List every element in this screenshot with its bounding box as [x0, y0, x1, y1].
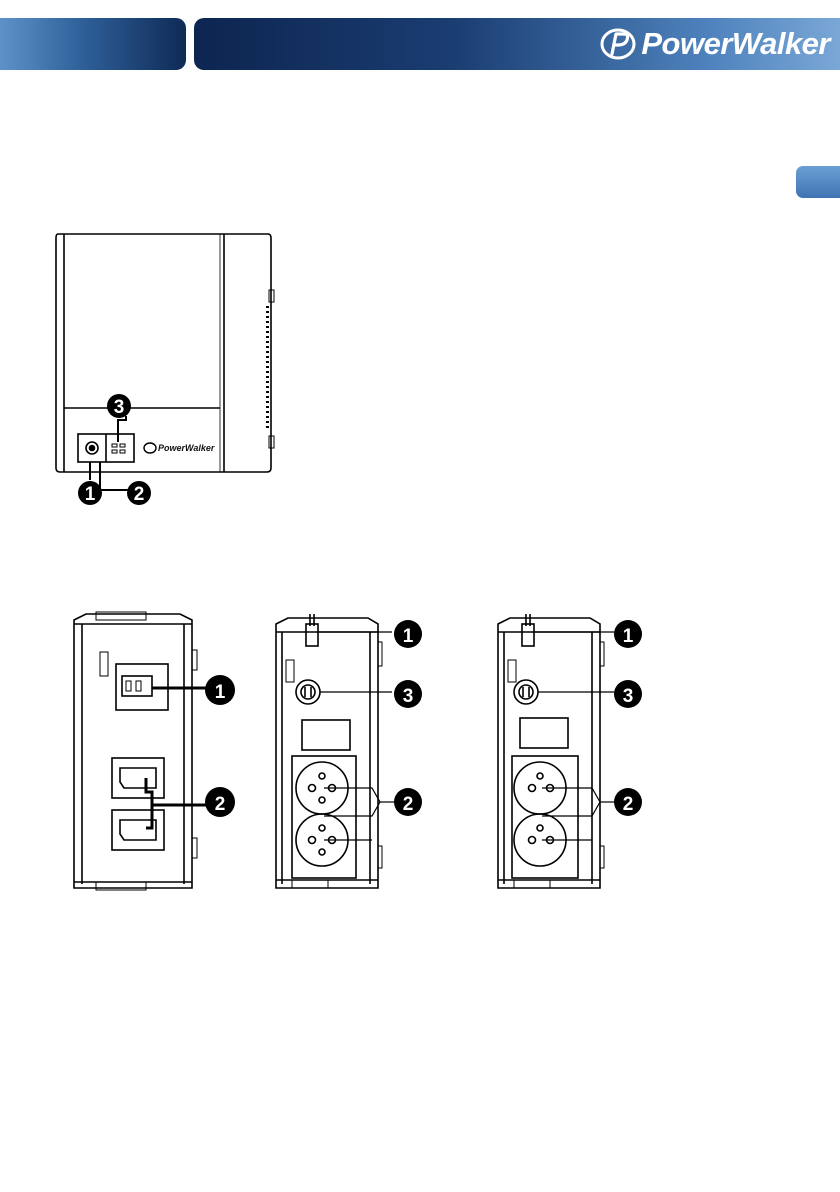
rear-french-callout-2: 2: [614, 788, 642, 816]
svg-text:3: 3: [403, 686, 414, 707]
rear-view-iec-figure: 1 2: [60, 610, 250, 900]
rear-view-schuko-figure: 1 3 2: [262, 610, 432, 900]
front-view-figure: PowerWalker 3 1 2: [50, 230, 290, 520]
powerwalker-swirl-logo-icon: [599, 27, 637, 61]
svg-text:2: 2: [215, 794, 226, 815]
rear-iec-callout-1: 1: [205, 675, 235, 705]
rear-schuko-callout-1: 1: [394, 620, 422, 648]
page-header: PowerWalker: [0, 0, 840, 72]
svg-text:PowerWalker: PowerWalker: [158, 443, 215, 453]
rear-schuko-callout-3: 3: [394, 680, 422, 708]
brand-logo: PowerWalker: [599, 27, 830, 61]
svg-text:1: 1: [215, 682, 226, 703]
svg-text:1: 1: [623, 626, 634, 647]
rear-schuko-callout-2: 2: [394, 788, 422, 816]
header-left-band: [0, 18, 186, 70]
callout-2: 2: [127, 481, 151, 505]
svg-text:2: 2: [403, 794, 414, 815]
callout-1: 1: [78, 481, 102, 505]
rear-view-french-figure: 1 3 2: [484, 610, 654, 900]
rear-french-callout-1: 1: [614, 620, 642, 648]
svg-text:1: 1: [85, 484, 96, 505]
svg-text:2: 2: [623, 794, 634, 815]
svg-text:2: 2: [134, 484, 145, 505]
brand-name: PowerWalker: [641, 26, 830, 62]
svg-text:3: 3: [114, 397, 125, 418]
device-logo: PowerWalker: [144, 443, 215, 453]
svg-text:1: 1: [403, 626, 414, 647]
language-tab[interactable]: [796, 166, 840, 198]
svg-text:3: 3: [623, 686, 634, 707]
rear-french-callout-3: 3: [614, 680, 642, 708]
rear-iec-callout-2: 2: [205, 787, 235, 817]
callout-3: 3: [107, 394, 131, 418]
